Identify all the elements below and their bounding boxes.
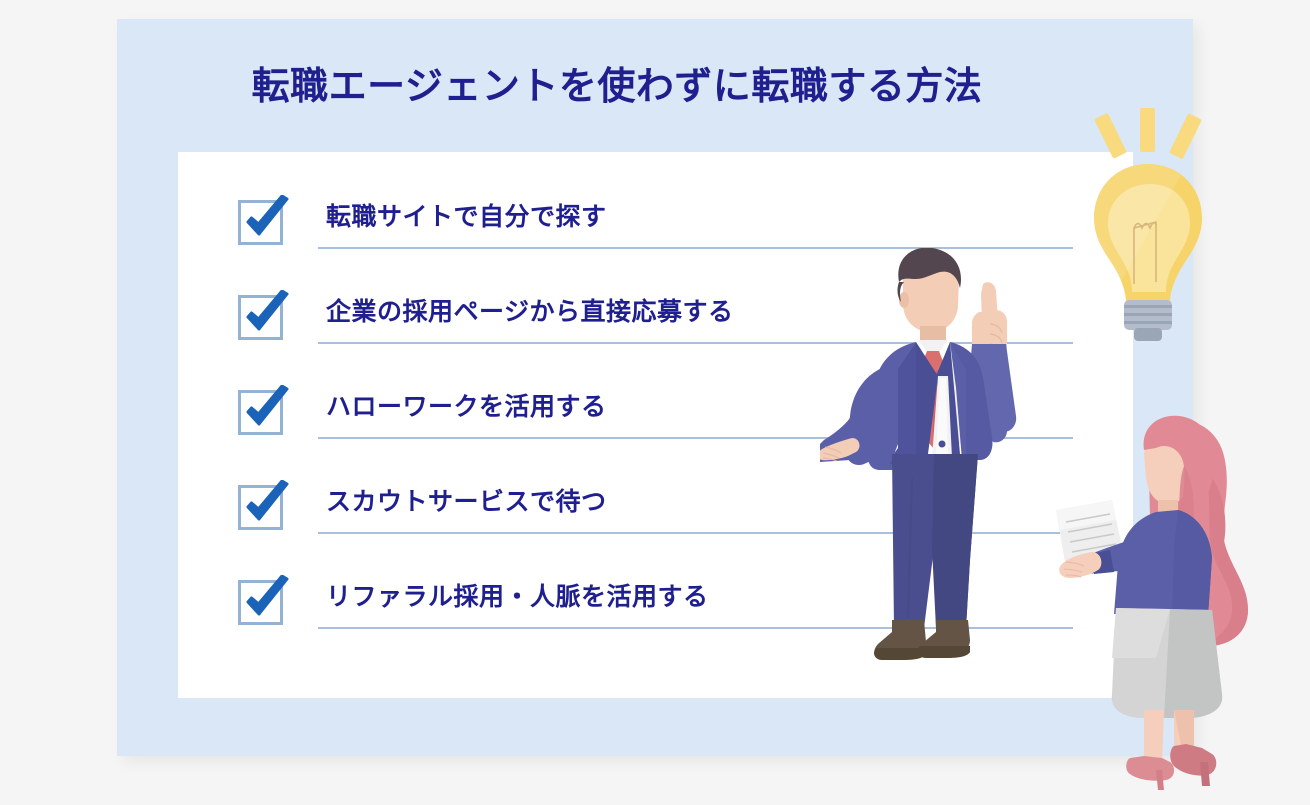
checkbox-checked-icon[interactable] [238,480,290,532]
list-item-label: リファラル採用・人脈を活用する [326,582,709,611]
list-item[interactable]: 転職サイトで自分で探す [238,185,1073,280]
list-item-divider [318,247,1073,249]
lightbulb-idea-icon [1086,106,1210,346]
list-item-divider [318,627,1073,629]
list-item-label: 転職サイトで自分で探す [326,202,607,231]
checkbox-checked-icon[interactable] [238,195,290,247]
list-item-divider [318,532,1073,534]
checkbox-checked-icon[interactable] [238,290,290,342]
list-item[interactable]: リファラル採用・人脈を活用する [238,565,1073,660]
list-item-label: スカウトサービスで待つ [326,487,607,516]
list-item[interactable]: スカウトサービスで待つ [238,470,1073,565]
list-item-divider [318,342,1073,344]
checkbox-checked-icon[interactable] [238,575,290,627]
checklist: 転職サイトで自分で探す 企業の採用ページから直接応募する [238,185,1073,660]
list-item[interactable]: ハローワークを活用する [238,375,1073,470]
checkbox-checked-icon[interactable] [238,385,290,437]
list-item[interactable]: 企業の採用ページから直接応募する [238,280,1073,375]
page-title: 転職エージェントを使わずに転職する方法 [251,64,983,108]
list-item-divider [318,437,1073,439]
businessman-pointing-up-illustration [820,248,1050,666]
businesswoman-holding-document-illustration [1052,408,1282,798]
list-item-label: ハローワークを活用する [326,392,607,421]
list-item-label: 企業の採用ページから直接応募する [326,297,734,326]
